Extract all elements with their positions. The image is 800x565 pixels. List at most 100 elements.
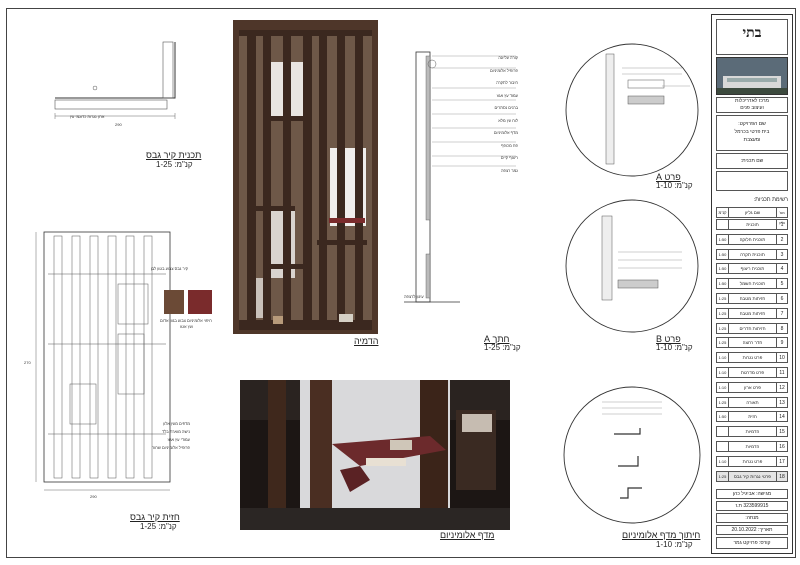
sheet-name: תאורה bbox=[746, 399, 759, 405]
sheet-scale: 1:25 bbox=[717, 308, 729, 318]
project-line-1: שם הפרויקט: bbox=[738, 121, 766, 127]
material-label-2: ועץ אגוז bbox=[180, 324, 194, 329]
sheet-name: פרט נגרות bbox=[742, 458, 763, 464]
sheet-number: 18 bbox=[776, 471, 787, 481]
course-field: קורס: פרויקט גמר bbox=[716, 537, 788, 549]
sheet-name: חזית bbox=[748, 414, 757, 420]
sheet-number: 11 bbox=[776, 368, 787, 377]
sheet-name: פרט נגרות bbox=[742, 355, 763, 361]
elevation-notes-lower: מדפים מעץ אלון נישה מוארת בלד עמודי עץ א… bbox=[120, 420, 190, 452]
plan-label: ארון נגרות כדוגמי עץ bbox=[70, 114, 105, 119]
section-note: פרופיל אלומיניום bbox=[489, 67, 518, 73]
section-a-scale: קנ"מ: 1-25 bbox=[484, 343, 521, 352]
school-line-2: ועיצוב פנים bbox=[740, 105, 764, 111]
sheet-number: 3 bbox=[776, 249, 787, 259]
section-note: מדף אלומיניום bbox=[493, 130, 518, 135]
elevation-note: פרופיל אלומיניום שחור bbox=[152, 445, 190, 450]
student-id: 323599915 ת.ז bbox=[716, 501, 788, 511]
section-note: לוח עץ מלא bbox=[498, 117, 518, 123]
elevation-note: קיר גבס צבוע בגוון לבן bbox=[150, 266, 188, 271]
section-a-title: חתך A bbox=[484, 334, 510, 344]
sheet-list-header: מס' גליון שם גליון קנ"מ bbox=[716, 207, 788, 225]
sheet-scale: 1:25 bbox=[717, 294, 729, 303]
col-sheet: מס' גליון bbox=[776, 208, 787, 225]
render-image bbox=[233, 20, 378, 334]
sheet-name: חזיתות מטבח bbox=[739, 296, 766, 301]
course-label: קורס: פרויקט גמר bbox=[733, 540, 771, 546]
elevation-height: 270 bbox=[24, 360, 31, 365]
empty-box bbox=[716, 171, 788, 191]
sheet-list-row: 7 חזיתות מטבח 1:25 bbox=[716, 307, 788, 319]
sheet-scale bbox=[717, 442, 729, 451]
section-note: עיגון לרצפה bbox=[404, 294, 424, 299]
sheet-scale: 1:25 bbox=[717, 323, 729, 333]
plan-scale: קנ"מ: 1-25 bbox=[156, 160, 193, 169]
section-note: עמוד עץ אגוז bbox=[496, 92, 518, 98]
sheet-number: 1 bbox=[776, 220, 787, 229]
detail-a-scale: קנ"מ: 1-10 bbox=[656, 181, 693, 190]
plan-drawing bbox=[54, 41, 176, 119]
sheet-list-row: 10 פרט נגרות 1:10 bbox=[716, 352, 788, 364]
sheet-number: 16 bbox=[776, 442, 787, 451]
elevation-note: נישה מוארת בלד bbox=[161, 429, 190, 434]
sheet-number: 13 bbox=[776, 397, 787, 407]
sheet-name: חזיתות חדרים bbox=[739, 325, 766, 331]
sheet-number: 8 bbox=[776, 323, 787, 333]
sheet-scale: 1:25 bbox=[717, 397, 729, 407]
wood-swatch bbox=[164, 290, 184, 314]
school-name: מרכז לאדריכלות ועיצוב פנים bbox=[716, 97, 788, 113]
render-title: הדמיה bbox=[354, 336, 379, 346]
sheet-number: 17 bbox=[776, 456, 787, 466]
sheet-number: 14 bbox=[776, 412, 787, 422]
section-note-list: קורה עליונה פרופיל אלומיניום חיבור לתקרה… bbox=[438, 52, 518, 177]
sheet-list-title: רשימת תכניות: bbox=[753, 197, 788, 203]
elevation-dimension: 290 bbox=[90, 494, 97, 499]
plan-dimension: 290 bbox=[115, 122, 122, 127]
section-note: קורה עליונה bbox=[498, 55, 518, 60]
title-block: בתי מרכז לאדריכלות ועיצוב פנים שם הפרויק… bbox=[711, 14, 793, 554]
detail-b-title: פרט B bbox=[656, 334, 681, 344]
sheet-scale: 1:10 bbox=[717, 456, 729, 466]
sheet-number: 4 bbox=[776, 264, 787, 274]
elevation-title: חזית קיר גבס bbox=[130, 512, 180, 522]
sheet-number: 15 bbox=[776, 427, 787, 437]
sheet-list-row: 17 פרט נגרות 1:10 bbox=[716, 455, 788, 467]
project-photo bbox=[716, 57, 788, 95]
school-line-1: מרכז לאדריכלות bbox=[735, 98, 769, 104]
sheet-scale: 1:10 bbox=[717, 353, 729, 363]
sheet-name-box: שם תכנית: bbox=[716, 153, 788, 169]
elevation-drawing bbox=[35, 231, 171, 491]
sheet-scale: 1:50 bbox=[717, 234, 729, 244]
sheet-number: 12 bbox=[776, 382, 787, 392]
sheet-name: תוכנית ריצוף bbox=[740, 266, 765, 272]
sheet-name: חזיתות מטבח bbox=[739, 310, 766, 316]
school-logo: בתי bbox=[742, 25, 762, 41]
col-name: שם גליון bbox=[744, 210, 761, 215]
sheet-list-row: 8 חזיתות חדרים 1:25 bbox=[716, 322, 788, 334]
sheet-number: 7 bbox=[776, 308, 787, 318]
red-panel-swatch bbox=[188, 290, 212, 314]
sheet-scale: 1:10 bbox=[717, 368, 729, 377]
sheet-number: 10 bbox=[776, 353, 787, 363]
sheet-scale: 1:10 bbox=[717, 382, 729, 392]
sheet-scale: 1:50 bbox=[717, 264, 729, 274]
section-note: פח מכופף bbox=[500, 142, 518, 148]
shelf-title: מדף אלומיניום bbox=[440, 530, 495, 540]
detail-b-scale: קנ"מ: 1-10 bbox=[656, 343, 693, 352]
sheet-scale: 1:50 bbox=[717, 412, 729, 422]
sheet-name: פרט מדרגות bbox=[740, 370, 765, 375]
sheet-name: פרטי נגרות קיר גבס bbox=[733, 473, 772, 479]
student-name: מגישה: אביגיל כהן bbox=[716, 489, 788, 499]
date-field: תאריך: 20.10.2022 bbox=[716, 525, 788, 535]
sheet-number: 2 bbox=[776, 234, 787, 244]
sheet-name-label: שם תכנית: bbox=[740, 158, 764, 164]
shelf-render-image bbox=[240, 380, 510, 530]
project-line-3: ומעצבת bbox=[743, 137, 761, 143]
col-scale: קנ"מ bbox=[717, 208, 729, 217]
